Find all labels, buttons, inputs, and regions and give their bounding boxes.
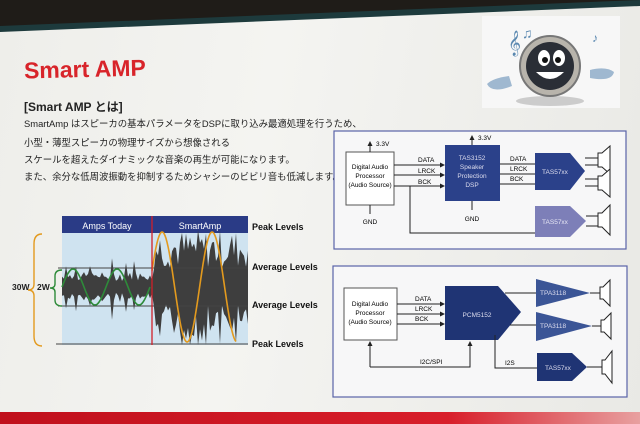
- body-text-line: また、余分な低周波振動を抑制するためシャシーのビビリ音も低減します。: [24, 171, 342, 182]
- audio-source-label: (Audio Source): [348, 319, 391, 326]
- signal-data-label: DATA: [415, 296, 432, 303]
- audio-source-label: Processor: [355, 310, 385, 317]
- label-average-bottom: Average Levels: [252, 300, 318, 310]
- body-text-line: 小型・薄型スピーカの物理サイズから想像される: [24, 137, 230, 148]
- gnd-label: GND: [363, 219, 378, 226]
- bracket-2w: [49, 269, 63, 307]
- amp-label: TAS57xx: [542, 219, 569, 226]
- large-sine-wave: [151, 231, 237, 343]
- amp-label: TAS57xx: [542, 169, 569, 176]
- label-peak-bottom: Peak Levels: [252, 339, 304, 349]
- label-30w: 30W: [12, 282, 30, 292]
- amp-label: TPA3118: [540, 290, 567, 297]
- supply-label: 3.3V: [376, 141, 390, 148]
- music-note-icon: ♫: [522, 25, 533, 41]
- tas3152-dsp-box: [445, 145, 500, 201]
- body-text-line: SmartAmp はスピーカの基本パラメータをDSPに取り込み最適処理を行うため…: [24, 118, 362, 129]
- signal-bck-label: BCK: [510, 176, 524, 183]
- signal-data-label: DATA: [510, 156, 527, 163]
- audio-source-label: (Audio Source): [348, 182, 391, 189]
- label-2w: 2W: [37, 282, 51, 292]
- amp-label: TPA3118: [540, 323, 567, 330]
- audio-waveform: [62, 230, 248, 346]
- gnd-label: GND: [465, 216, 480, 223]
- treble-clef-icon: 𝄞: [508, 30, 521, 56]
- i2c-spi-label: I2C/SPI: [420, 359, 443, 366]
- label-average-top: Average Levels: [252, 262, 318, 272]
- tpa3118-amp-1: [536, 279, 590, 307]
- speaker-mascot-image: 𝄞 ♫ ♪: [482, 16, 620, 108]
- glove-left-icon: [487, 76, 512, 90]
- slide-footer-band: [0, 412, 640, 424]
- signal-lrck-label: LRCK: [415, 306, 433, 313]
- dac-label: PCM5152: [463, 312, 492, 319]
- dsp-label: DSP: [465, 182, 478, 189]
- small-sine-wave: [61, 268, 151, 306]
- audio-source-box: [345, 151, 395, 206]
- dsp-label: TAS3152: [459, 155, 486, 162]
- signal-lrck-label: LRCK: [418, 168, 436, 175]
- header-amps-today: Amps Today: [82, 221, 132, 231]
- pcm5152-dac-box: [445, 286, 521, 340]
- audio-source-label: Digital Audio: [352, 164, 389, 171]
- body-text-line: スケールを超えたダイナミックな音楽の再生が可能になります。: [24, 154, 295, 165]
- label-peak-top: Peak Levels: [252, 222, 304, 232]
- signal-data-label: DATA: [418, 157, 435, 164]
- signal-lrck-label: LRCK: [510, 166, 528, 173]
- audio-source-label: Digital Audio: [352, 301, 389, 308]
- glove-right-icon: [590, 68, 614, 80]
- waveform-header: [62, 216, 248, 233]
- speaker-icons: [587, 278, 613, 385]
- i2s-label: I2S: [505, 360, 515, 367]
- supply-label: 3.3V: [478, 135, 492, 142]
- audio-source-label: Processor: [355, 173, 385, 180]
- signal-bck-label: BCK: [418, 179, 432, 186]
- amp-label: TAS57xx: [545, 365, 572, 372]
- dsp-label: Speaker: [460, 164, 485, 171]
- bracket-30w: [27, 233, 43, 347]
- tas57xx-amp-1: [535, 153, 585, 190]
- speaker-icons: [585, 144, 611, 237]
- signal-bck-label: BCK: [415, 316, 429, 323]
- tpa3118-amp-2: [536, 312, 592, 341]
- music-note-icon: ♪: [592, 31, 598, 45]
- section-heading: [Smart AMP とは]: [24, 100, 123, 114]
- tas57xx-amp-2: [535, 206, 586, 237]
- header-smartamp: SmartAmp: [179, 221, 222, 231]
- dsp-label: Protection: [457, 173, 487, 180]
- audio-source-box: [343, 287, 398, 341]
- tas57xx-amp-3: [537, 353, 587, 381]
